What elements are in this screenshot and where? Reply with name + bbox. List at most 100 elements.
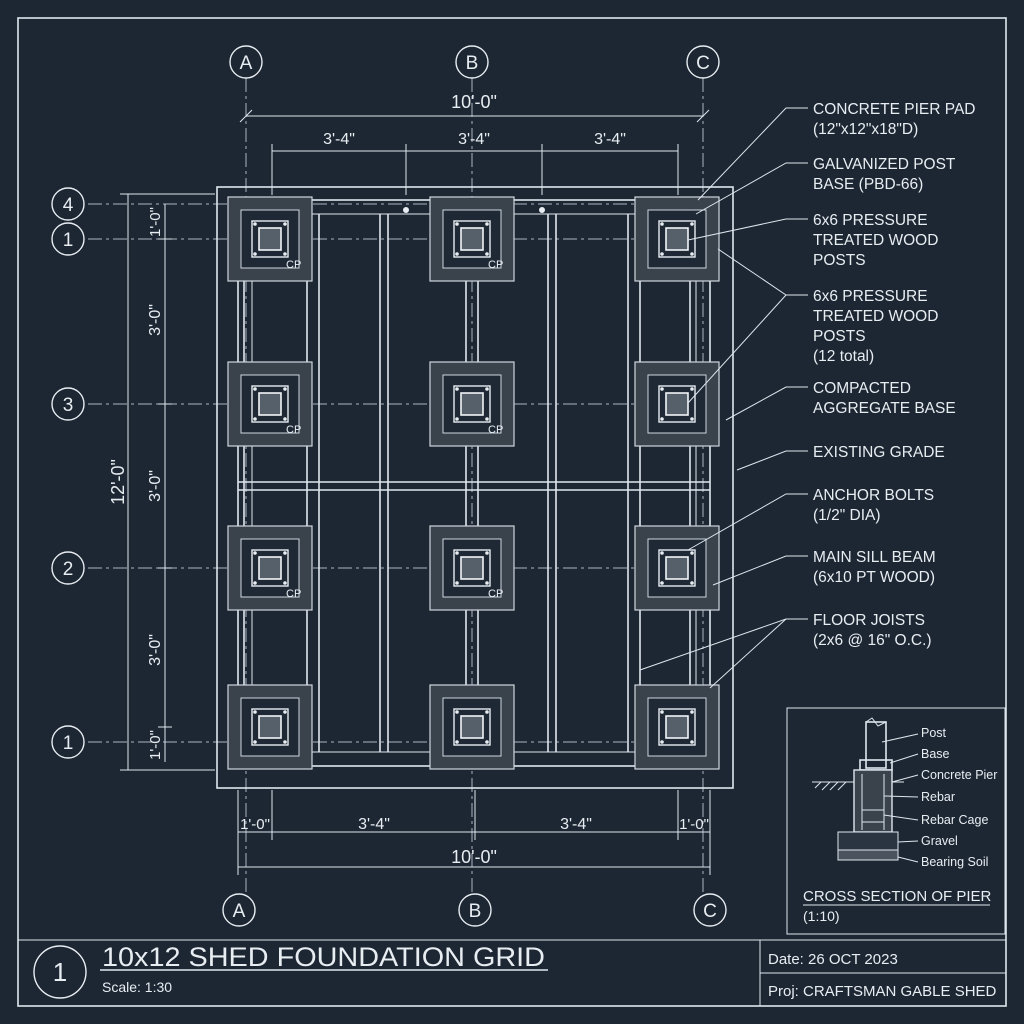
anchor-bolt (690, 551, 694, 555)
anchor-bolt (253, 710, 257, 714)
callout-main-sill-beam: MAIN SILL BEAM(6x10 PT WOOD) (813, 549, 936, 586)
post-base-5 (453, 385, 491, 423)
callout-concrete-pier-pad: CONCRETE PIER PAD(12"x12"x18"D) (813, 101, 976, 138)
section-gravel (837, 831, 899, 851)
pier-pad-5: CP (429, 361, 515, 447)
callout-existing-grade: EXISTING GRADE (813, 444, 945, 461)
bottom-overall-dimension: 10'-0" (451, 847, 497, 867)
section-label-gravel: Gravel (921, 834, 958, 848)
left-segment-dimension-2: 3'-0" (147, 304, 164, 336)
post-11 (460, 715, 484, 739)
section-label-post: Post (921, 726, 947, 740)
aggregate-base-outline (216, 186, 734, 789)
post-10 (258, 715, 282, 739)
anchor-bolt (485, 551, 489, 555)
pier-pad-3 (634, 196, 720, 282)
post-base-11 (453, 708, 491, 746)
anchor-bolt (283, 252, 287, 256)
pier-tag: CP (488, 424, 503, 436)
grid-bubbles-top: A B C (229, 45, 720, 79)
section-label-concrete-pier: Concrete Pier (921, 768, 997, 782)
post-base-2 (453, 220, 491, 258)
grid-label-col-a-bottom: A (233, 901, 246, 922)
anchor-bolt (253, 252, 257, 256)
anchor-bolt (283, 581, 287, 585)
post-base-1 (251, 220, 289, 258)
post-3 (665, 227, 689, 251)
anchor-bolt (485, 581, 489, 585)
section-label-rebar: Rebar (921, 790, 955, 804)
left-segment-dimension-3: 3'-0" (147, 470, 164, 502)
anchor-bolt (455, 222, 459, 226)
pier-tag: CP (286, 588, 301, 600)
anchor-bolt (485, 740, 489, 744)
post-base-12 (658, 708, 696, 746)
top-bay-dimension-3: 3'-4" (594, 131, 626, 148)
top-dimensions: 10'-0" 3'-4" 3'-4" 3'-4" (239, 92, 710, 195)
anchor-bolt (660, 417, 664, 421)
drawing-number-bubble (33, 945, 87, 999)
grid-label-col-b-top: B (466, 53, 479, 74)
anchor-bolt (690, 581, 694, 585)
section-frame (786, 707, 1006, 935)
anchor-bolt (485, 417, 489, 421)
pier-pad-6 (634, 361, 720, 447)
grid-bubbles-left: 4 1 3 2 1 (51, 187, 85, 759)
section-label-bearing-soil: Bearing Soil (921, 855, 988, 869)
left-overall-dimension: 12'-0" (108, 459, 128, 505)
left-segment-dimension-1: 1'-0" (147, 207, 164, 237)
anchor-bolt (283, 417, 287, 421)
section-label-base: Base (921, 747, 950, 761)
pier-pad-9 (634, 525, 720, 611)
anchor-bolt (485, 252, 489, 256)
top-bay-dimension-2: 3'-4" (458, 131, 490, 148)
pier-pad-2: CP (429, 196, 515, 282)
anchor-bolt (660, 581, 664, 585)
bottom-segment-dimension-3: 3'-4" (560, 816, 592, 833)
left-segment-dimension-4: 3'-0" (147, 634, 164, 666)
pier-tag: CP (286, 424, 301, 436)
anchor-bolt (253, 417, 257, 421)
callout-anchor-bolts: ANCHOR BOLTS(1/2" DIA) (813, 487, 934, 524)
pier-cross-section: Post Base Concrete Pier Rebar Rebar Cage… (786, 707, 1006, 935)
pier-pad-1: CP (227, 196, 313, 282)
floor-joists (243, 214, 691, 752)
anchor-bolt (690, 740, 694, 744)
post-7 (258, 556, 282, 580)
anchor-bolt (485, 387, 489, 391)
anchor-bolt (455, 710, 459, 714)
section-bearing-soil (837, 849, 899, 861)
section-concrete-pier (853, 769, 893, 833)
pier-pad-7: CP (227, 525, 313, 611)
anchor-bolt (660, 222, 664, 226)
pier-pad-10 (227, 684, 313, 770)
anchor-bolt (485, 710, 489, 714)
anchor-bolt (690, 222, 694, 226)
anchor-bolt (253, 740, 257, 744)
anchor-bolt (690, 417, 694, 421)
post-base-4 (251, 385, 289, 423)
section-title: CROSS SECTION OF PIER (803, 888, 992, 905)
post-4 (258, 392, 282, 416)
post-base-10 (251, 708, 289, 746)
post-12 (665, 715, 689, 739)
post-6 (665, 392, 689, 416)
grid-label-row-2: 2 (63, 559, 74, 580)
anchor-bolt (690, 387, 694, 391)
anchor-bolt (455, 387, 459, 391)
pier-pad-11 (429, 684, 515, 770)
post-base-6 (658, 385, 696, 423)
grid-label-row-4: 4 (63, 195, 74, 216)
pier-tag: CP (488, 588, 503, 600)
anchor-bolt (660, 252, 664, 256)
bottom-dimensions: 1'-0" 3'-4" 3'-4" 1'-0" 10'-0" (237, 790, 711, 875)
anchor-bolt (455, 252, 459, 256)
post-base-7 (251, 549, 289, 587)
callout-floor-joists: FLOOR JOISTS(2x6 @ 16" O.C.) (813, 612, 932, 649)
pier-tag: CP (286, 259, 301, 271)
anchor-bolt (253, 387, 257, 391)
anchor-bolt (283, 387, 287, 391)
pier-group: CP CP CP CP CP CP (227, 196, 720, 770)
